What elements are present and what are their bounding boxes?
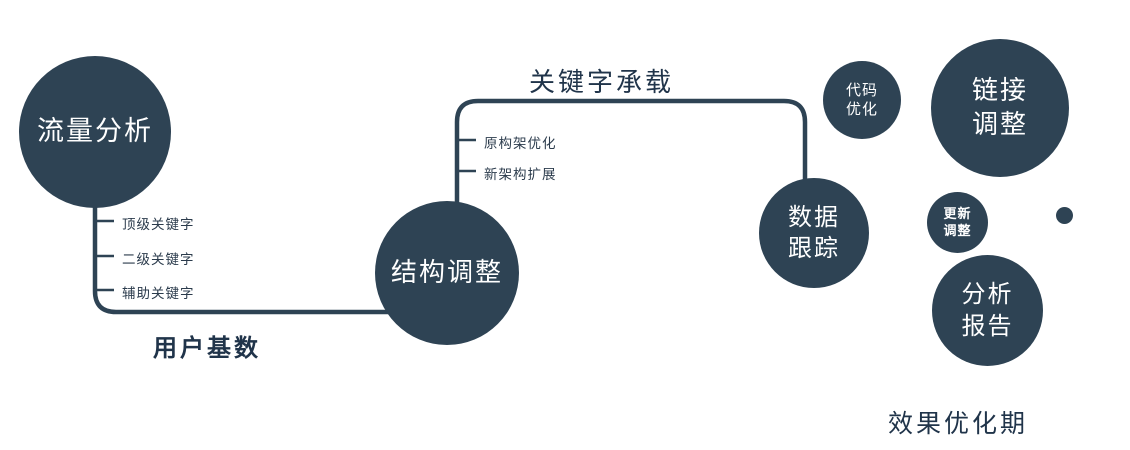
edge-label-user-base: 用户基数 [153, 335, 261, 362]
node-structure-adjustment-label: 结构调整 [390, 257, 503, 288]
node-update-adjustment: 更新 调整 [927, 192, 988, 253]
branch-label-aux-keyword: 辅助关键字 [122, 286, 195, 301]
node-link-adjustment-line1: 链接 [971, 75, 1028, 106]
node-code-optimization-line1: 代码 [845, 81, 878, 99]
branch-label-top-keyword: 顶级关键字 [122, 217, 195, 232]
branch-label-second-keyword: 二级关键字 [122, 252, 195, 267]
edge-label-effect-phase: 效果优化期 [888, 410, 1029, 438]
edge-label-keyword-carry: 关键字承载 [529, 67, 675, 97]
node-link-adjustment-line2: 调整 [971, 109, 1028, 139]
node-code-optimization-line2: 优化 [845, 101, 878, 118]
node-code-optimization: 代码 优化 [823, 61, 901, 139]
node-update-adjustment-line2: 调整 [943, 222, 972, 238]
node-analysis-report-line2: 报告 [961, 312, 1014, 340]
dot-marker [1056, 207, 1073, 224]
node-data-tracking-line2: 跟踪 [788, 235, 840, 262]
node-link-adjustment: 链接 调整 [931, 39, 1069, 177]
node-data-tracking-line1: 数据 [788, 203, 840, 231]
node-analysis-report: 分析 报告 [932, 255, 1043, 366]
branch-label-arch-expand: 新架构扩展 [484, 167, 557, 182]
branch-label-arch-optimize: 原构架优化 [484, 136, 557, 151]
node-traffic-analysis: 流量分析 [19, 56, 171, 208]
node-data-tracking: 数据 跟踪 [759, 178, 869, 288]
node-traffic-analysis-label: 流量分析 [37, 116, 153, 147]
node-structure-adjustment: 结构调整 [375, 201, 519, 345]
connector-structure-to-tracking [454, 98, 808, 210]
node-update-adjustment-line1: 更新 [943, 205, 972, 221]
node-analysis-report-line1: 分析 [961, 281, 1014, 309]
